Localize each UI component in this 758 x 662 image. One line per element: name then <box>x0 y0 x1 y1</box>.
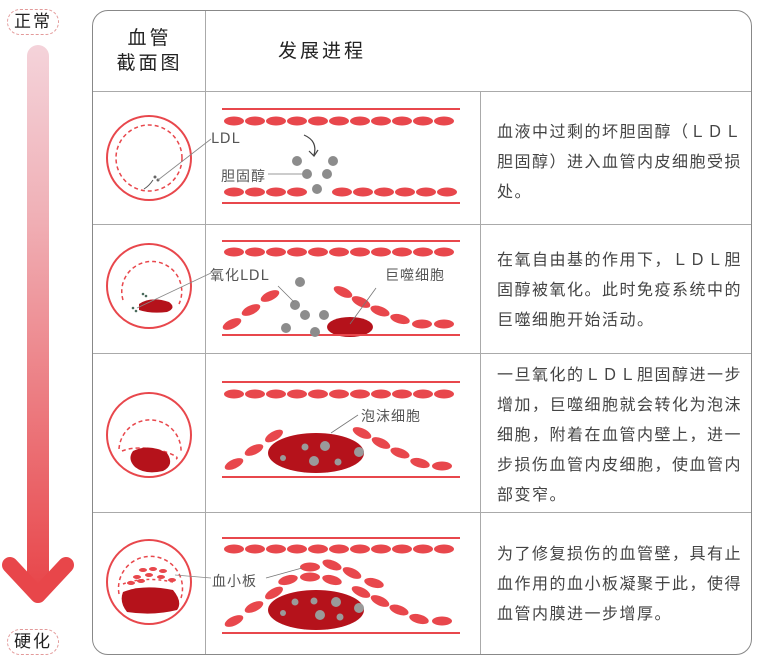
row2-cross-section <box>106 243 212 329</box>
normal-label: 正常 <box>7 9 59 35</box>
foam-cell-label: 泡沫细胞 <box>361 409 421 425</box>
row3-cross-section <box>106 392 192 478</box>
oxidized-ldl-label: 氧化LDL <box>210 268 270 284</box>
ldl-label: LDL <box>211 131 241 147</box>
progression-table: 血管截面图 发展进程 LDL 胆固醇 血液中过剩的坏胆固醇（ＬＤＬ胆固醇）进入血… <box>92 10 752 655</box>
hardened-label: 硬化 <box>7 629 59 655</box>
header-cross-section: 血管截面图 <box>116 27 183 74</box>
row3-vessel-diagram <box>222 381 460 478</box>
row1-cross-section <box>106 115 212 201</box>
row2-description: 在氧自由基的作用下，ＬＤＬ胆固醇被氧化。此时免疫系统中的巨噬细胞开始活动。 <box>497 250 743 329</box>
row1-vessel-diagram <box>222 108 460 204</box>
macrophage-label: 巨噬细胞 <box>385 268 445 284</box>
row4-description: 为了修复损伤的血管壁，具有止血作用的血小板凝聚于此，使得血管内膜进一步增厚。 <box>497 544 743 623</box>
row1-description: 血液中过剩的坏胆固醇（ＬＤＬ胆固醇）进入血管内皮细胞受损处。 <box>497 122 743 201</box>
row4-vessel-diagram <box>222 537 460 634</box>
cholesterol-label: 胆固醇 <box>221 169 266 185</box>
header-progress: 发展进程 <box>278 40 367 62</box>
progression-arrow-icon <box>2 45 74 603</box>
row2-vessel-diagram <box>222 240 460 337</box>
row3-description: 一旦氧化的ＬＤＬ胆固醇进一步增加，巨噬细胞就会转化为泡沫细胞，附着在血管内壁上，… <box>497 365 743 504</box>
row4-cross-section <box>106 539 212 625</box>
platelet-label: 血小板 <box>212 574 257 590</box>
